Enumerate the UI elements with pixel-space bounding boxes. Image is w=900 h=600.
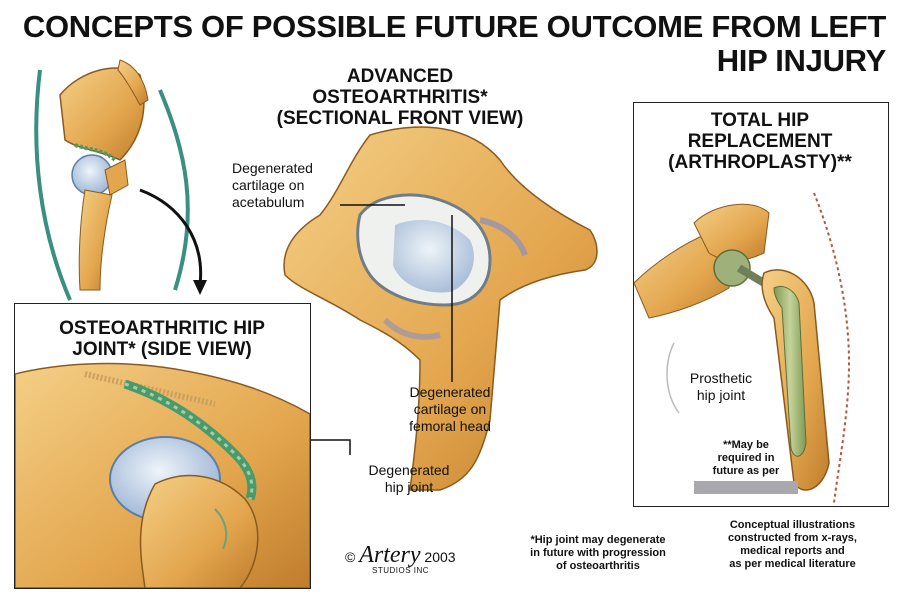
label-line: femoral head <box>409 418 491 434</box>
pelvis-overview-figure <box>34 59 207 301</box>
replacement-figure <box>634 192 851 504</box>
note-line: future as per <box>712 465 780 477</box>
front-view-heading-line: OSTEOARTHRITIS* <box>312 87 488 108</box>
copyright: © Artery 2003 <box>345 542 456 569</box>
side-view-heading-line: JOINT* (SIDE VIEW) <box>72 339 252 360</box>
footnote: *Hip joint may degenerate in future with… <box>518 534 678 573</box>
side-view-panel <box>14 303 311 589</box>
copyright-symbol: © <box>345 549 356 565</box>
footnote-line: *Hip joint may degenerate <box>530 534 666 546</box>
label-line: cartilage on <box>232 177 305 193</box>
side-view-heading: OSTEOARTHRITIC HIP JOINT* (SIDE VIEW) <box>22 318 302 360</box>
footnote-line: in future with progression <box>530 547 666 559</box>
brand-subtitle: STUDIOS INC <box>372 566 430 575</box>
label-prosthetic-hip-joint: Prosthetic hip joint <box>666 370 776 404</box>
label-line: Degenerated <box>409 384 491 400</box>
sectional-front-view-figure <box>283 126 598 491</box>
copyright-year: 2003 <box>424 549 456 565</box>
disclaimer-line: medical reports and <box>740 545 845 557</box>
label-line: cartilage on <box>413 401 487 417</box>
replacement-note: **May be required in future as per <box>690 439 802 478</box>
replacement-heading-line: REPLACEMENT <box>687 131 833 152</box>
replacement-panel <box>633 102 889 507</box>
title-line-2: HIP INJURY <box>716 43 887 78</box>
front-view-heading: ADVANCED OSTEOARTHRITIS* (SECTIONAL FRON… <box>270 66 530 129</box>
disclaimer-line: Conceptual illustrations <box>729 519 856 531</box>
label-degenerated-femoral-head: Degenerated cartilage on femoral head <box>395 384 505 435</box>
page-title: CONCEPTS OF POSSIBLE FUTURE OUTCOME FROM… <box>23 10 886 78</box>
label-line: hip joint <box>384 479 434 495</box>
front-view-heading-line: ADVANCED <box>346 66 454 87</box>
disclaimer-line: constructed from x-rays, <box>728 532 857 544</box>
replacement-heading: TOTAL HIP REPLACEMENT (ARTHROPLASTY)** <box>640 110 880 173</box>
side-view-heading-line: OSTEOARTHRITIC HIP <box>59 318 265 339</box>
replacement-heading-line: TOTAL HIP <box>710 110 810 131</box>
replacement-heading-line: (ARTHROPLASTY)** <box>668 152 852 173</box>
label-line: Degenerated <box>232 160 313 176</box>
title-line-1: CONCEPTS OF POSSIBLE FUTURE OUTCOME FROM… <box>22 9 886 44</box>
redacted-bar <box>694 481 798 494</box>
note-line: **May be <box>723 439 769 451</box>
side-view-figure <box>15 362 310 588</box>
front-view-heading-line: (SECTIONAL FRONT VIEW) <box>276 108 524 129</box>
label-line: hip joint <box>696 387 746 403</box>
label-line: Prosthetic <box>689 370 753 386</box>
label-degenerated-acetabulum: Degenerated cartilage on acetabulum <box>232 160 342 211</box>
disclaimer: Conceptual illustrations constructed fro… <box>710 519 875 571</box>
brand-logo-text: Artery <box>359 542 421 568</box>
label-line: acetabulum <box>232 194 305 210</box>
footnote-line: of osteoarthritis <box>556 560 640 572</box>
disclaimer-line: as per medical literature <box>729 558 856 570</box>
label-line: Degenerated <box>368 462 450 478</box>
label-degenerated-hip-joint: Degenerated hip joint <box>354 462 464 496</box>
note-line: required in <box>717 452 775 464</box>
